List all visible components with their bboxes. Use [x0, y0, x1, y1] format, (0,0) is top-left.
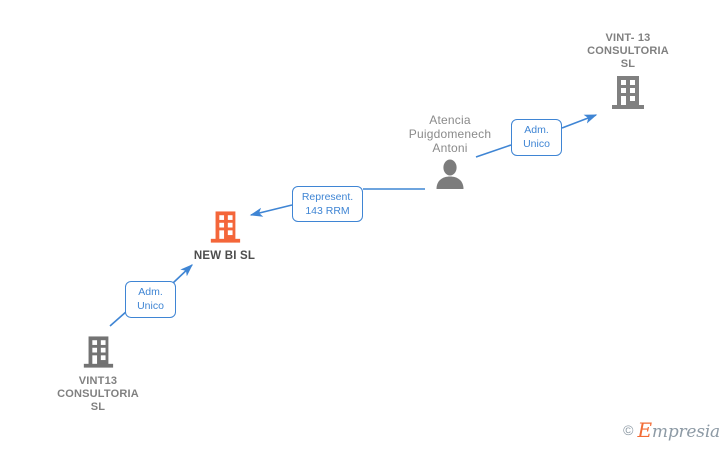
node-label-vint-13-top: VINT- 13 CONSULTORIA SL [587, 32, 669, 70]
brand-name: Empresia [638, 418, 721, 442]
node-vint13-consultoria-sl[interactable]: VINT13 CONSULTORIA SL [38, 334, 158, 414]
building-icon [612, 76, 644, 109]
building-icon-highlighted [210, 211, 240, 243]
building-icon [83, 336, 114, 368]
edge-label-adm-unico-bottom[interactable]: Adm. Unico [125, 281, 176, 318]
edge-label-adm-unico-top[interactable]: Adm. Unico [511, 119, 562, 156]
copyright-symbol: © [623, 422, 634, 438]
node-vint-13-consultoria-sl[interactable]: VINT- 13 CONSULTORIA SL [568, 32, 688, 112]
edge-label-represent-143-rrm[interactable]: Represent. 143 RRM [292, 186, 363, 222]
node-new-bi-sl[interactable]: NEW BI SL [157, 209, 292, 263]
node-person-atencia-puigdomenech-antoni[interactable]: Atencia Puigdomenech Antoni [383, 113, 517, 190]
brand-initial: E [637, 418, 653, 442]
node-label-person: Atencia Puigdomenech Antoni [408, 113, 492, 155]
brand-rest: mpresia [651, 422, 720, 442]
node-label-new-bi-sl: NEW BI SL [193, 250, 256, 262]
watermark: © Empresia [623, 418, 720, 442]
person-icon [436, 159, 464, 189]
node-label-vint13-bottom: VINT13 CONSULTORIA SL [57, 375, 139, 413]
